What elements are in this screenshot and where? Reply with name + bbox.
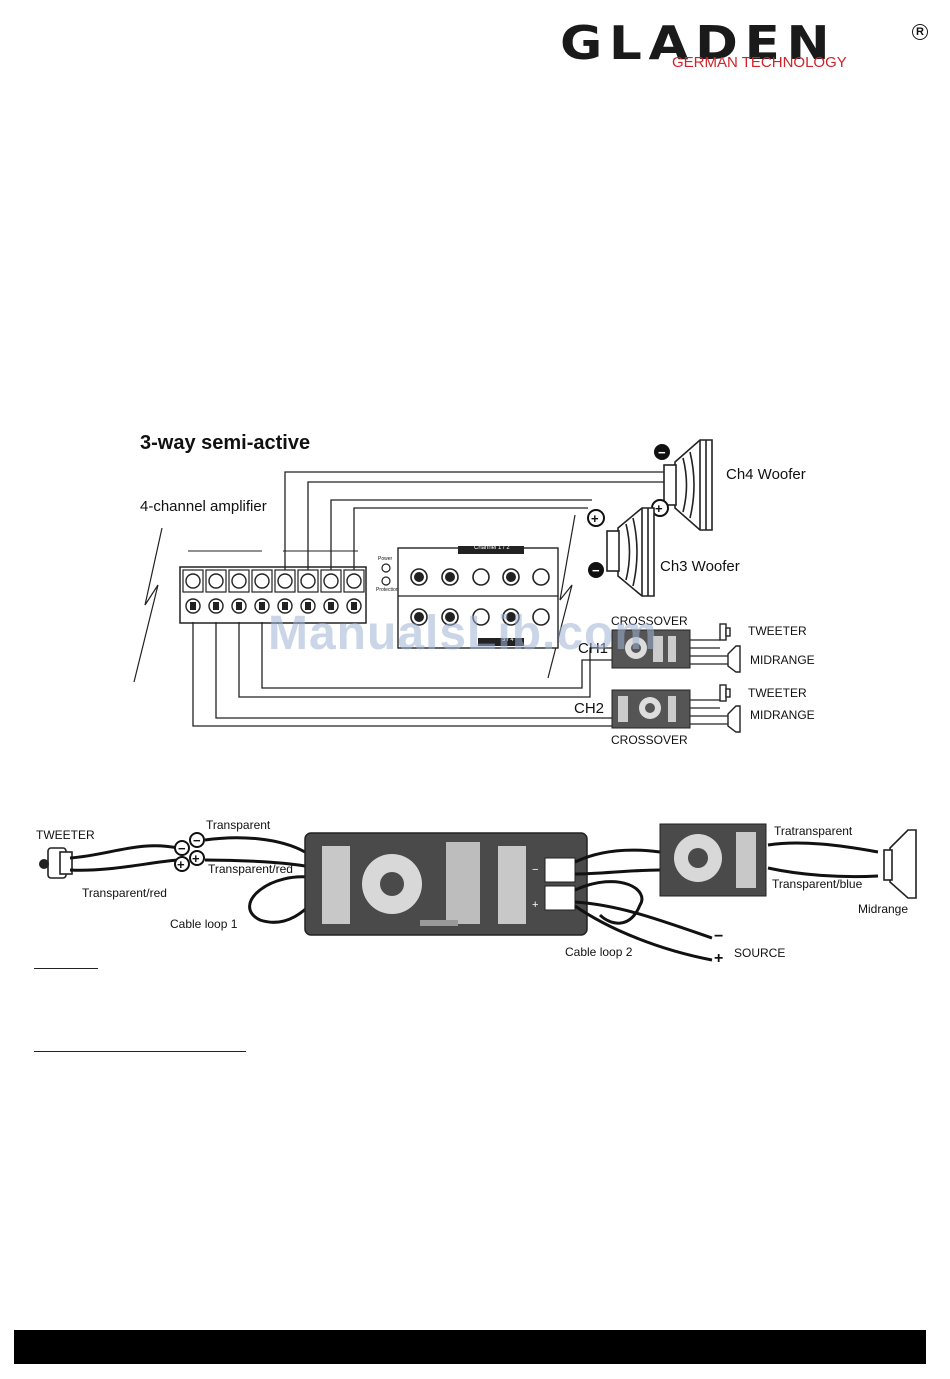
power-label: Power <box>378 556 393 562</box>
transparent-1-label: Transparent <box>206 818 271 832</box>
tweeter-d2 <box>47 847 73 879</box>
crossover-top <box>611 629 691 669</box>
ch3-woofer-label: Ch3 Woofer <box>660 558 740 575</box>
logo-tagline: GERMAN TECHNOLOGY <box>672 54 847 71</box>
protection-label: Protection <box>376 587 399 593</box>
diagram-title: 3-way semi-active <box>140 432 311 454</box>
transparent-red-2-label: Transparent/red <box>82 886 167 900</box>
ch1-label: CH1 <box>578 640 609 657</box>
source-minus: − <box>714 928 724 945</box>
registered-mark: R <box>912 24 928 40</box>
midrange-speaker-d2 <box>883 829 917 899</box>
svg-text:+: + <box>192 851 200 866</box>
svg-text:−: − <box>592 563 600 578</box>
tratransparent-label: Tratransparent <box>774 824 853 838</box>
amplifier-control-panel <box>381 546 559 649</box>
watermark: ManualsLib.com <box>268 607 659 660</box>
gladen-logo: GLADEN R GERMAN TECHNOLOGY <box>560 16 932 72</box>
tweeter-2-label: TWEETER <box>748 686 807 700</box>
ch4-woofer <box>663 439 713 531</box>
amplifier-label: 4-channel amplifier <box>140 498 267 515</box>
footer-bar <box>14 1330 926 1364</box>
midrange-1-label: MIDRANGE <box>750 653 815 667</box>
svg-text:+: + <box>655 501 663 516</box>
channel-panel-2-label: 3 / 4 <box>502 637 514 643</box>
source-plus: + <box>714 950 724 967</box>
svg-text:−: − <box>658 445 666 460</box>
svg-text:−: − <box>193 833 201 848</box>
amplifier-terminal-block <box>179 550 367 624</box>
footnote-rule-short <box>34 968 98 969</box>
cable-loop-1-label: Cable loop 1 <box>170 917 238 931</box>
ch3-woofer <box>606 507 655 597</box>
transparent-red-1-label: Transparent/red <box>208 862 293 876</box>
cable-loop-2-label: Cable loop 2 <box>565 945 633 959</box>
ch2-label: CH2 <box>574 700 605 717</box>
crossover-bottom <box>611 689 691 729</box>
tweeter-1-label: TWEETER <box>748 624 807 638</box>
transparent-blue-label: Transparent/blue <box>772 877 863 891</box>
midrange-crossover-d2 <box>659 823 767 897</box>
midrange-d2-label: Midrange <box>858 902 909 916</box>
crossover-bottom-label: CROSSOVER <box>611 733 688 747</box>
main-crossover-d2: − + <box>304 832 588 936</box>
crossover-top-label: CROSSOVER <box>611 614 688 628</box>
svg-text:+: + <box>532 899 538 911</box>
svg-text:−: − <box>178 841 186 856</box>
source-label: SOURCE <box>734 946 786 960</box>
footnote-rule-long <box>34 1051 246 1052</box>
midrange-2-label: MIDRANGE <box>750 708 815 722</box>
svg-text:−: − <box>532 864 538 876</box>
tweeter-d2-label: TWEETER <box>36 828 95 842</box>
svg-text:+: + <box>591 511 599 526</box>
svg-text:+: + <box>177 857 185 872</box>
logo-wordmark: GLADEN <box>560 16 837 70</box>
channel-panel-1-label: Channel 1 / 2 <box>474 545 510 551</box>
ch4-woofer-label: Ch4 Woofer <box>726 466 806 483</box>
